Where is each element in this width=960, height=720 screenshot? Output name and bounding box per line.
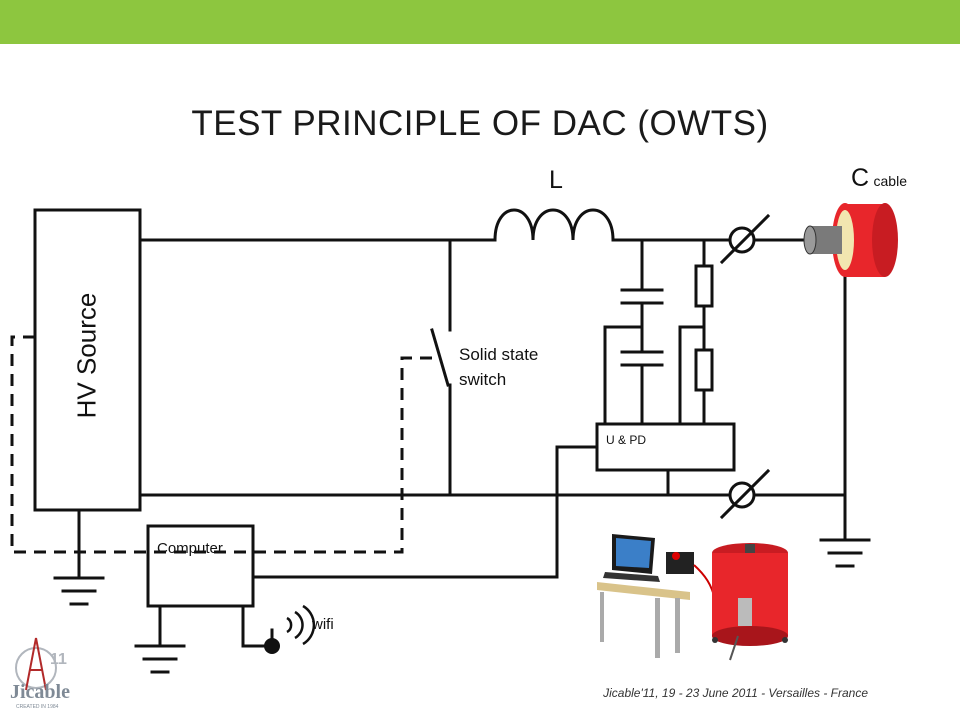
jicable-logo: 11 Jicable CREATED IN 1984 bbox=[8, 630, 84, 710]
switch-label-line2: switch bbox=[459, 370, 507, 389]
switch-label-line1: Solid state bbox=[459, 345, 539, 364]
cable-drum-icon bbox=[803, 203, 898, 277]
eiffel-logo-icon: 11 Jicable CREATED IN 1984 bbox=[10, 637, 70, 710]
footer-text: Jicable'11, 19 - 23 June 2011 - Versaill… bbox=[603, 686, 868, 700]
svg-text:Jicable: Jicable bbox=[10, 681, 70, 703]
header-bar bbox=[0, 0, 960, 44]
hv-source-box bbox=[33, 208, 142, 512]
equipment-photo bbox=[597, 534, 788, 661]
hv-source-label: HV Source bbox=[71, 292, 102, 419]
cable-c-label: C bbox=[851, 164, 870, 192]
computer-box bbox=[146, 524, 255, 608]
u-pd-box bbox=[595, 422, 736, 472]
antenna-dot bbox=[264, 638, 280, 654]
u-pd-label: U & PD bbox=[606, 433, 647, 447]
svg-text:CREATED IN 1984: CREATED IN 1984 bbox=[16, 704, 59, 710]
inductor-coil bbox=[493, 208, 615, 242]
cable-capacitance-label: C cable bbox=[851, 164, 907, 193]
cable-sub-label: cable bbox=[873, 173, 907, 189]
inductor-label: L bbox=[549, 166, 563, 194]
slide-title: TEST PRINCIPLE OF DAC (OWTS) bbox=[191, 104, 769, 143]
wifi-label: wifi bbox=[312, 616, 334, 633]
switch-blade bbox=[430, 328, 450, 387]
svg-text:11: 11 bbox=[50, 651, 67, 668]
computer-label: Computer bbox=[157, 540, 223, 557]
